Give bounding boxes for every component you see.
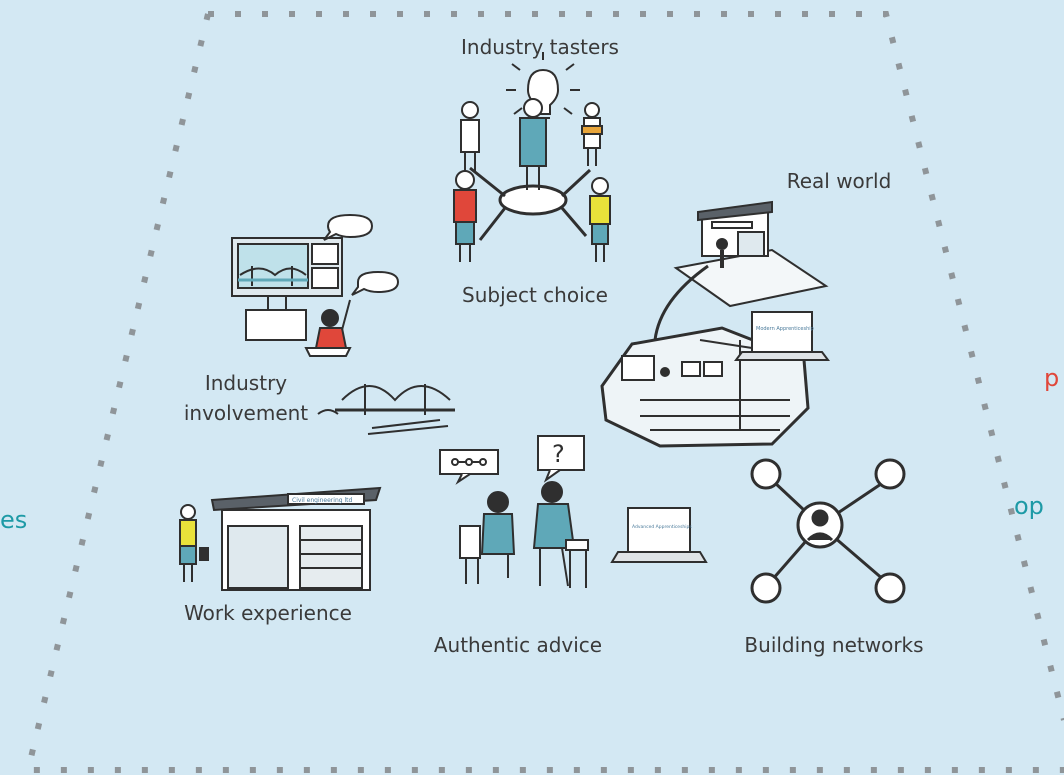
person-bottom-left: [453, 170, 477, 262]
label-real-world: Real world: [786, 169, 892, 193]
lightbulb-icon: [506, 52, 580, 119]
dotted-boundary: [208, 11, 1064, 721]
person-top-right: [581, 102, 603, 166]
industry-tasters-illustration: [453, 52, 611, 262]
industry-involvement-illustration: [231, 213, 400, 357]
bridge-icon: [317, 384, 455, 435]
person-center: [519, 98, 547, 190]
label-building-networks: Building networks: [744, 633, 924, 657]
label-authentic-advice: Authentic advice: [433, 633, 603, 657]
label-industry-tasters: Industry tasters: [461, 35, 619, 59]
work-experience-illustration: [179, 486, 382, 591]
person-top-left: [460, 101, 480, 172]
diagram-bubble-icon: [439, 449, 499, 485]
laptop-modern-text: Modern Apprenticeship: [756, 326, 814, 332]
person-bottom-right: [589, 177, 611, 262]
authentic-advice-illustration: [439, 435, 589, 588]
real-world-illustration: [653, 200, 829, 341]
laptop-advanced-text: Advanced Apprenticeships: [632, 524, 692, 530]
network-icon: [750, 458, 906, 604]
laptop-modern-apprenticeship: [734, 311, 830, 361]
label-industry-involvement-1: Industry: [204, 371, 288, 395]
edge-text-right-red: p: [1044, 364, 1060, 392]
building-sign-text: Civil engineering ltd: [292, 497, 352, 504]
label-industry-involvement-2: involvement: [183, 401, 309, 425]
edge-text-right-teal: op: [1014, 492, 1044, 520]
question-bubble-icon: [537, 435, 585, 483]
label-work-experience: Work experience: [184, 601, 352, 625]
question-mark-icon: ?: [552, 440, 565, 468]
label-subject-choice: Subject choice: [462, 283, 608, 307]
laptop-advanced-apprenticeships: [610, 507, 708, 563]
edge-text-left: es: [0, 506, 28, 534]
